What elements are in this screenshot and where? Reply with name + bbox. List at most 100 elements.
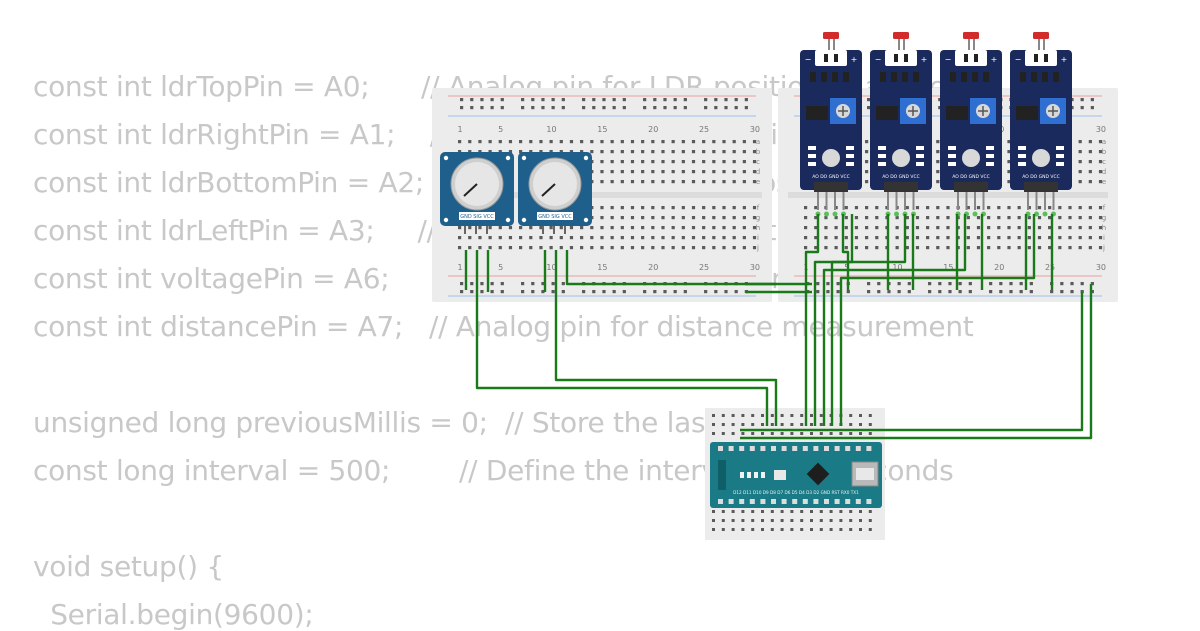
rail-hole	[1029, 290, 1033, 294]
smd-part	[986, 146, 994, 150]
terminal-hole	[854, 236, 859, 240]
ldr-pin-labels: AO DO GND VCC	[952, 174, 990, 180]
rail-hole	[460, 106, 464, 110]
rail-hole	[561, 106, 565, 110]
header-pin	[957, 192, 959, 210]
terminal-hole	[671, 160, 675, 164]
ldr-sensor-module: −+AO DO GND VCC	[800, 32, 862, 217]
code-line: void setup() {	[33, 550, 224, 583]
smd-part	[948, 162, 956, 166]
usb-port-inner	[856, 468, 874, 480]
terminal-hole	[819, 510, 823, 513]
column-number: 25	[1045, 263, 1055, 272]
terminal-hole	[702, 236, 706, 240]
knob-indicator	[541, 183, 556, 197]
header-pad	[728, 446, 734, 451]
terminal-hole	[742, 180, 746, 184]
terminal-hole	[1098, 150, 1103, 154]
terminal-hole	[844, 206, 848, 210]
smd-part	[1056, 162, 1064, 166]
terminal-hole	[702, 150, 706, 154]
terminal-hole	[732, 170, 736, 174]
row-letter: c	[1102, 158, 1106, 166]
header-pad	[834, 499, 840, 504]
terminal-hole	[630, 170, 635, 174]
terminal-hole	[810, 519, 813, 522]
terminal-hole	[651, 170, 655, 174]
terminal-hole	[498, 236, 502, 240]
ldr-socket-pin	[834, 54, 838, 62]
terminal-hole	[1078, 206, 1082, 210]
terminal-hole	[751, 423, 755, 426]
terminal-hole	[997, 236, 1001, 240]
terminal-hole	[600, 180, 604, 184]
terminal-hole	[875, 216, 879, 220]
wire	[839, 214, 1036, 426]
smd-part	[1056, 154, 1064, 158]
terminal-hole	[519, 236, 523, 240]
rail-hole	[612, 98, 616, 102]
terminal-hole	[1007, 206, 1011, 210]
terminal-hole	[761, 519, 764, 522]
terminal-hole	[905, 216, 909, 220]
rail-hole	[958, 290, 962, 294]
column-number: 20	[994, 263, 1004, 272]
terminal-hole	[712, 180, 716, 184]
header-pad	[834, 446, 840, 451]
rail-hole	[582, 98, 586, 102]
column-number: 5	[498, 263, 503, 272]
terminal-hole	[559, 150, 563, 154]
terminal-hole	[1068, 216, 1072, 220]
ldr-socket-pin	[1034, 54, 1038, 62]
row-letter: d	[756, 168, 760, 176]
terminal-hole	[508, 246, 513, 250]
terminal-hole	[529, 246, 533, 250]
terminal-hole	[926, 246, 930, 250]
terminal-hole	[580, 150, 584, 154]
terminal-hole	[1088, 180, 1092, 184]
terminal-hole	[865, 170, 869, 174]
rail-hole	[887, 290, 891, 294]
minus-mark: −	[1015, 55, 1022, 64]
terminal-hole	[651, 150, 655, 154]
terminal-hole	[824, 216, 828, 220]
terminal-hole	[691, 150, 696, 154]
terminal-hole	[946, 216, 950, 220]
terminal-hole	[519, 226, 523, 230]
smd-part	[846, 162, 854, 166]
photoresistor-leg	[1038, 39, 1040, 51]
terminal-hole	[590, 246, 594, 250]
terminal-hole	[1048, 246, 1052, 250]
terminal-hole	[732, 246, 736, 250]
smd-part	[878, 146, 886, 150]
terminal-hole	[1088, 236, 1092, 240]
terminal-hole	[800, 510, 804, 513]
rail-hole	[653, 106, 657, 110]
row-letter: j	[756, 244, 759, 252]
terminal-hole	[810, 423, 813, 426]
rail-hole	[622, 98, 626, 102]
photoresistor-leg	[973, 39, 975, 51]
wire	[554, 250, 778, 426]
terminal-hole	[1017, 236, 1021, 240]
code-line: const int distancePin = A7; // Analog pi…	[33, 310, 974, 343]
mount-hole	[505, 155, 511, 161]
terminal-hole	[671, 150, 675, 154]
terminal-hole	[539, 246, 543, 250]
rail-hole	[1080, 282, 1084, 286]
terminal-hole	[839, 510, 843, 513]
terminal-hole	[854, 206, 859, 210]
terminal-hole	[620, 150, 624, 154]
terminal-hole	[875, 236, 879, 240]
terminal-hole	[641, 170, 645, 174]
rail-hole	[826, 290, 830, 294]
rail-hole	[938, 290, 942, 294]
terminal-hole	[620, 140, 624, 144]
terminal-hole	[1007, 236, 1011, 240]
rail-hole	[724, 290, 728, 294]
wire	[804, 214, 820, 426]
rail-hole	[673, 98, 677, 102]
terminal-hole	[610, 236, 614, 240]
header-pad	[718, 499, 723, 504]
pin-contact	[832, 211, 838, 217]
